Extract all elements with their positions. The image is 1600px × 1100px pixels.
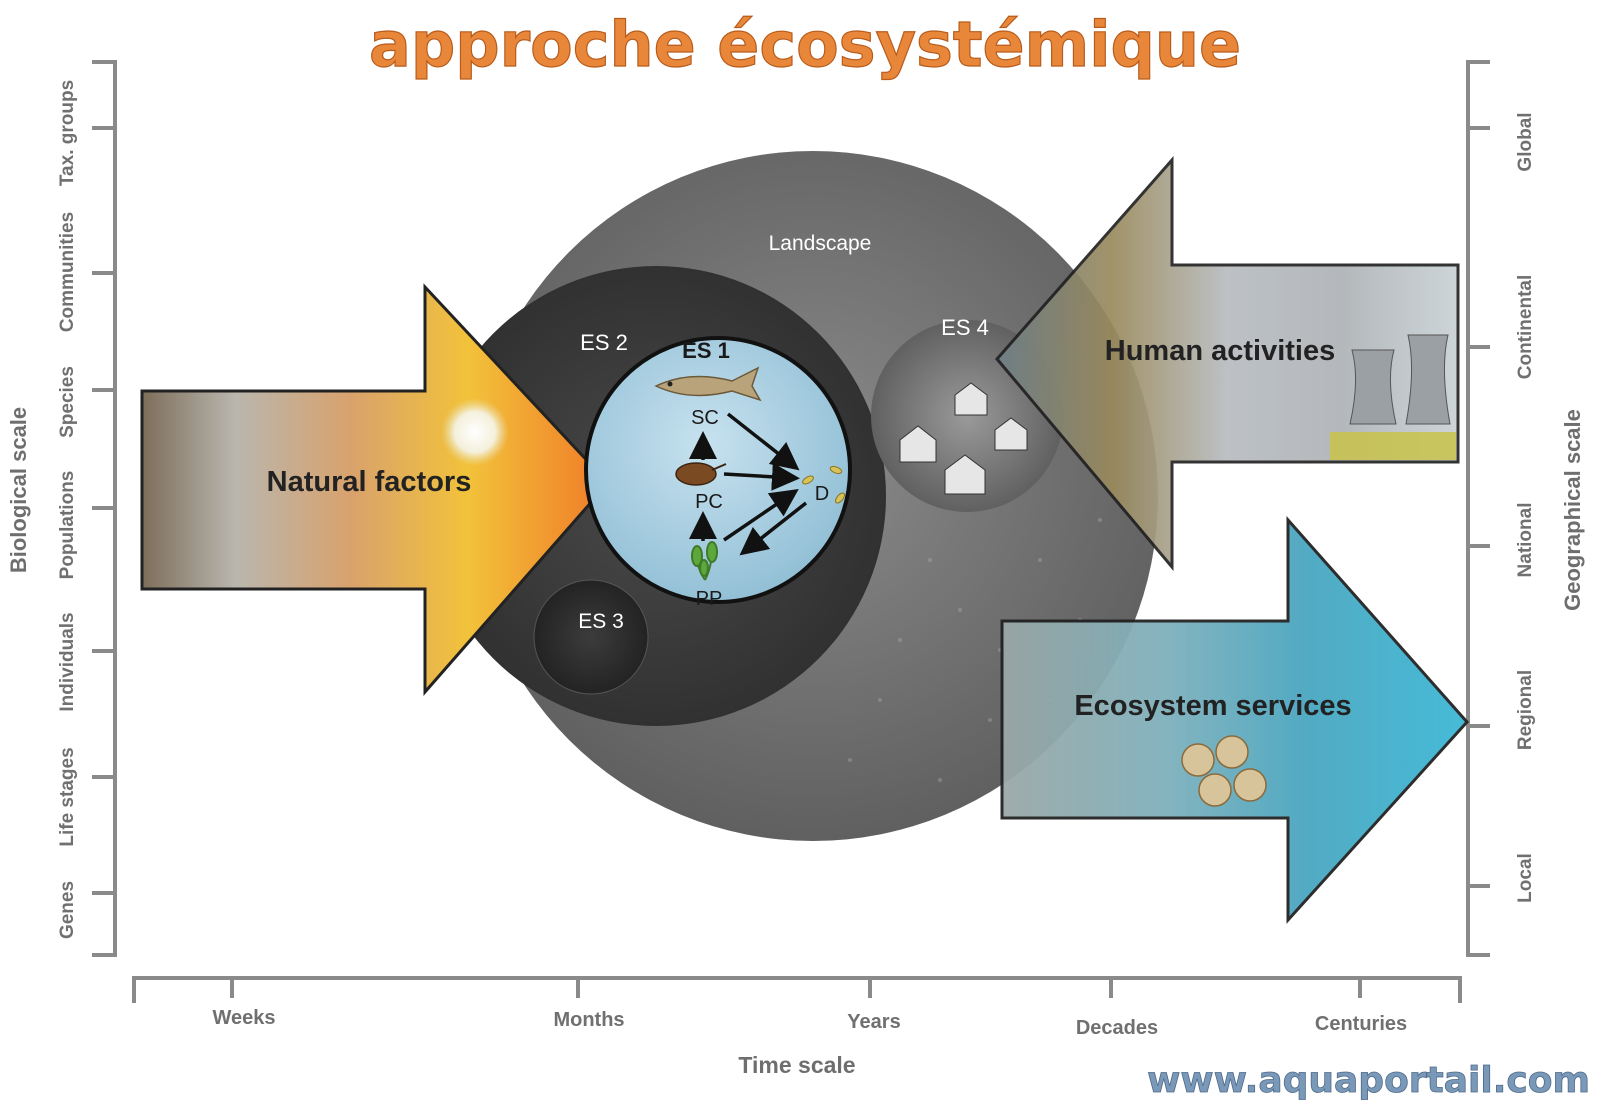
node-pc: PC: [695, 491, 723, 513]
es3-circle: [533, 579, 649, 695]
biological-scale-label: Biological scale: [6, 407, 31, 573]
detritus-icon: [802, 466, 845, 504]
time-tick-months: Months: [553, 1009, 624, 1031]
bio-tick-individuals: Individuals: [57, 612, 78, 711]
fish-icon: [654, 366, 762, 402]
field-strip: [1330, 432, 1456, 460]
bio-tick-communities: Communities: [57, 212, 78, 332]
time-tick-years: Years: [847, 1011, 900, 1033]
bio-tick-genes: Genes: [57, 881, 78, 939]
human-activities-arrow: [995, 156, 1460, 572]
arrow-sc-to-d: [726, 412, 800, 471]
geo-tick-global: Global: [1515, 112, 1536, 171]
houses-illustration: [899, 382, 1028, 495]
sun-icon: [441, 398, 509, 466]
es2-label: ES 2: [580, 330, 628, 355]
arrow-d-to-pp: [739, 501, 808, 556]
node-d: D: [815, 483, 829, 505]
watermark-text: www.aquaportail.com: [1147, 1060, 1590, 1100]
es1-label: ES 1: [682, 338, 730, 363]
es1-circle: [584, 336, 852, 604]
geo-tick-national: National: [1515, 503, 1536, 578]
geographical-scale-label: Geographical scale: [1560, 409, 1585, 611]
time-tick-decades: Decades: [1076, 1017, 1158, 1039]
geographical-scale-axis: [1466, 60, 1490, 957]
plant-icon: [691, 541, 718, 581]
node-sc: SC: [691, 407, 719, 429]
snail-icon: [675, 462, 727, 486]
geo-tick-regional: Regional: [1515, 670, 1536, 750]
food-web-arrows: [689, 412, 808, 556]
natural-factors-arrow: [140, 283, 611, 696]
cooling-tower-icon: [1349, 334, 1451, 425]
bio-tick-tax-groups: Tax. groups: [57, 80, 78, 186]
ecosystem-services-label: Ecosystem services: [1074, 690, 1351, 722]
es4-label: ES 4: [941, 315, 989, 340]
bio-tick-life-stages: Life stages: [57, 747, 78, 846]
node-pp: PP: [696, 588, 723, 610]
human-activities-label: Human activities: [1105, 335, 1335, 367]
log-pile-icon: [1181, 735, 1267, 807]
es3-label: ES 3: [578, 610, 624, 633]
ecosystem-services-arrow: [1000, 516, 1470, 924]
natural-factors-label: Natural factors: [267, 466, 472, 498]
landscape-label: Landscape: [769, 232, 872, 255]
geo-tick-continental: Continental: [1515, 275, 1536, 380]
time-scale-axis: [132, 976, 1462, 1003]
arrow-pc-to-d: [723, 462, 800, 491]
diagram-title: approche écosystémique: [369, 8, 1241, 81]
time-tick-centuries: Centuries: [1315, 1013, 1407, 1035]
arrow-pp-to-d: [723, 489, 799, 542]
bio-tick-species: Species: [57, 366, 78, 438]
time-tick-weeks: Weeks: [212, 1007, 275, 1029]
time-scale-label: Time scale: [738, 1052, 855, 1078]
geo-tick-local: Local: [1515, 853, 1536, 903]
biological-scale-axis: [92, 60, 117, 957]
bio-tick-populations: Populations: [57, 471, 78, 580]
